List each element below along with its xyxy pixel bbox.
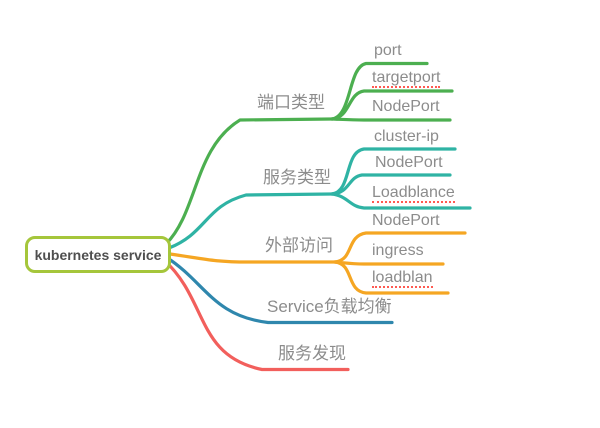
child-label-nodeport-1[interactable]: NodePort <box>372 98 440 115</box>
branch-line-port-type <box>164 117 334 246</box>
child-line-nodeport-3 <box>333 231 467 264</box>
branch-label-external-access[interactable]: 外部访问 <box>265 236 333 255</box>
misspelled-word: loadblan <box>372 269 433 288</box>
child-line-loadblance <box>330 192 472 210</box>
child-label-targetport[interactable]: targetport <box>372 69 441 88</box>
child-label-loadblance[interactable]: Loadblance <box>372 184 455 203</box>
child-label-loadblan[interactable]: loadblan <box>372 269 433 288</box>
child-label-cluster-ip[interactable]: cluster-ip <box>374 128 439 145</box>
branch-line-service-discovery <box>162 258 350 372</box>
branch-label-port-type[interactable]: 端口类型 <box>257 93 325 112</box>
child-label-ingress[interactable]: ingress <box>372 242 424 259</box>
branch-line-service-load-balancing <box>164 255 394 325</box>
misspelled-word: Loadblance <box>372 184 455 203</box>
branch-label-service-discovery[interactable]: 服务发现 <box>278 344 346 363</box>
branch-line-service-type <box>167 192 334 250</box>
child-line-nodeport-1 <box>330 117 452 122</box>
root-node[interactable]: kubernetes service <box>25 236 171 273</box>
child-line-loadblan <box>333 260 450 295</box>
child-label-nodeport-3[interactable]: NodePort <box>372 212 440 229</box>
branch-label-service-load-balancing[interactable]: Service负载均衡 <box>267 297 392 316</box>
misspelled-word: targetport <box>372 69 441 88</box>
branch-label-service-type[interactable]: 服务类型 <box>263 168 331 187</box>
child-line-nodeport-2 <box>330 173 452 196</box>
child-line-ingress <box>333 260 445 266</box>
child-label-port[interactable]: port <box>374 42 402 59</box>
child-label-nodeport-2[interactable]: NodePort <box>375 154 443 171</box>
branch-line-external-access <box>168 252 337 264</box>
root-node-label: kubernetes service <box>34 246 162 263</box>
